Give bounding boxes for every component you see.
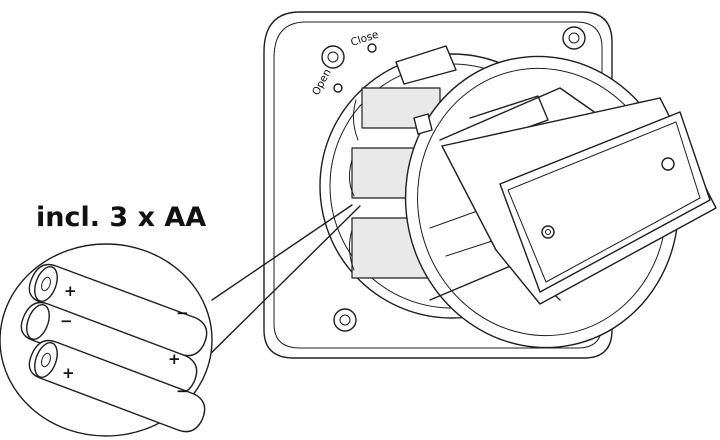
screw-hole-bottom-left — [333, 308, 357, 332]
battery-3-left-mark: + — [62, 364, 75, 382]
plate-screw-lower — [541, 225, 555, 239]
battery-1-right-mark: − — [176, 304, 189, 322]
screw-hole-top-left — [321, 45, 345, 69]
close-indicator-dot — [367, 43, 377, 53]
screw-hole-top-right — [562, 26, 586, 50]
battery-3-right-mark: − — [176, 382, 189, 400]
battery-3: + − — [28, 339, 206, 433]
cover-clip — [413, 113, 433, 135]
callout-bubble: + − − + + − — [0, 204, 361, 437]
compartment-latch — [395, 45, 457, 85]
cover-knob-plate — [441, 97, 717, 305]
battery-caption: incl. 3 x AA — [36, 202, 206, 233]
battery-cover — [404, 55, 717, 349]
plate-screw-upper — [661, 157, 675, 171]
battery-2-right-mark: + — [168, 350, 181, 368]
battery-2: − + — [20, 301, 198, 395]
open-indicator-dot — [333, 83, 343, 93]
battery-1-left-mark: + — [64, 282, 77, 300]
battery-2-left-mark: − — [60, 312, 73, 330]
